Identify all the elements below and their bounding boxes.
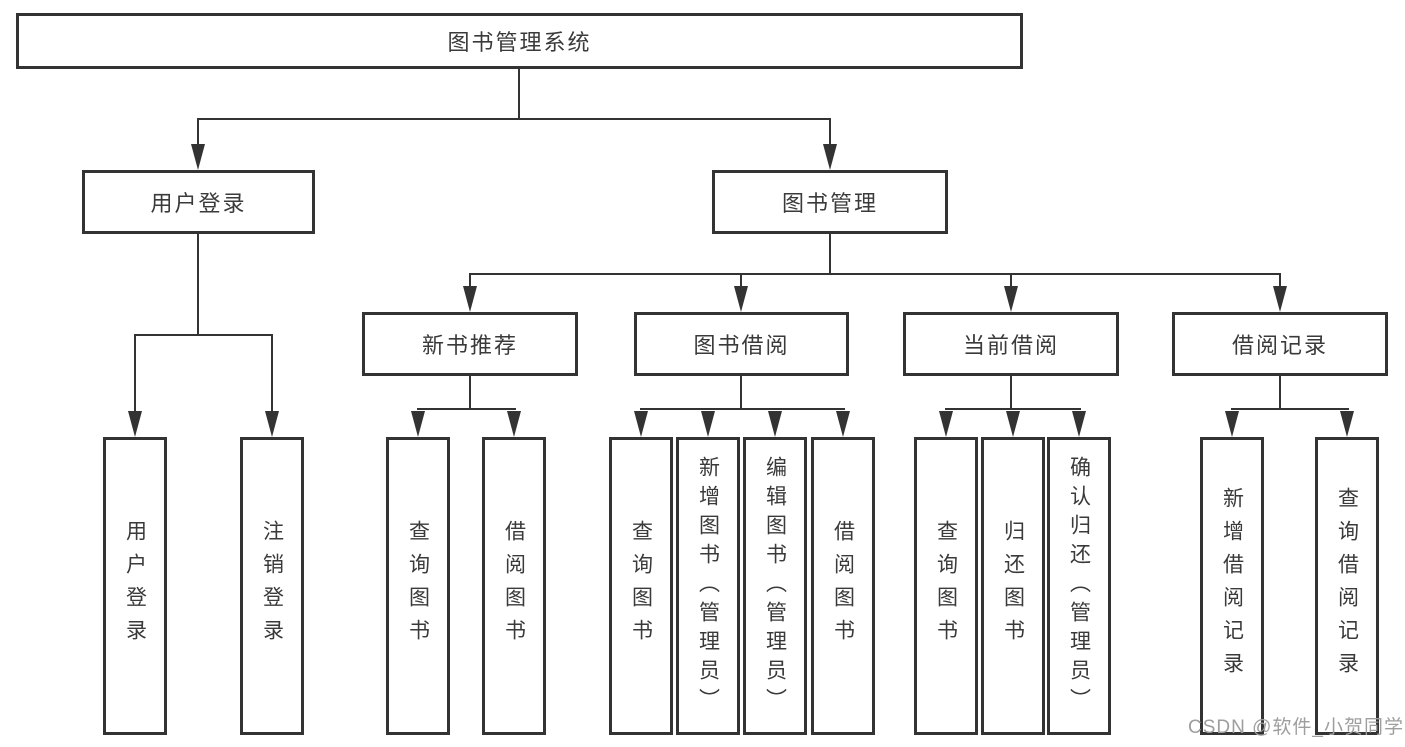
arrow-down-icon <box>265 411 279 437</box>
connector-line <box>197 118 199 146</box>
leaf-logout: 注销登录 <box>240 437 304 735</box>
connector-line <box>740 376 742 410</box>
leaf-label: 新增图书（管理员） <box>696 455 720 717</box>
node-label: 当前借阅 <box>962 333 1059 358</box>
connector-line <box>945 408 1081 410</box>
connector-line <box>1279 273 1281 288</box>
leaf-label: 查询图书 <box>406 520 430 652</box>
connector-line <box>469 273 471 288</box>
leaf-label: 编辑图书（管理员） <box>763 455 787 717</box>
connector-line <box>518 68 520 118</box>
arrow-down-icon <box>1006 411 1020 437</box>
arrow-down-icon <box>411 411 425 437</box>
arrow-down-icon <box>507 411 521 437</box>
arrow-down-icon <box>463 286 477 312</box>
node-book-borrowing: 图书借阅 <box>634 312 849 376</box>
connector-line <box>829 234 831 275</box>
connector-line <box>271 334 273 413</box>
leaf-label: 查询图书 <box>629 520 653 652</box>
node-book-management: 图书管理 <box>712 170 948 234</box>
arrow-down-icon <box>701 411 715 437</box>
connector-line <box>134 334 136 413</box>
node-label: 图书借阅 <box>693 333 790 358</box>
leaf-query-borrow-record: 查询借阅记录 <box>1315 437 1379 735</box>
leaf-label: 用户登录 <box>123 520 147 652</box>
arrow-down-icon <box>823 144 837 170</box>
connector-line <box>469 273 1281 275</box>
arrow-down-icon <box>836 411 850 437</box>
node-new-book-recommend: 新书推荐 <box>362 312 578 376</box>
leaf-edit-books-admin: 编辑图书（管理员） <box>743 437 807 735</box>
connector-line <box>197 234 199 336</box>
node-user-login-group: 用户登录 <box>82 170 315 234</box>
leaf-label: 借阅图书 <box>502 520 526 652</box>
leaf-label: 查询借阅记录 <box>1335 487 1359 685</box>
connector-line <box>1010 376 1012 410</box>
arrow-down-icon <box>1072 411 1086 437</box>
leaf-add-borrow-record: 新增借阅记录 <box>1200 437 1264 735</box>
arrow-down-icon <box>1340 411 1354 437</box>
leaf-label: 新增借阅记录 <box>1220 487 1244 685</box>
node-label: 图书管理 <box>781 191 878 216</box>
leaf-query-books-2: 查询图书 <box>609 437 673 735</box>
connector-line <box>829 118 831 146</box>
leaf-label: 归还图书 <box>1001 520 1025 652</box>
leaf-borrow-books-2: 借阅图书 <box>811 437 875 735</box>
arrow-down-icon <box>634 411 648 437</box>
connector-line <box>197 118 831 120</box>
leaf-query-books-3: 查询图书 <box>914 437 978 735</box>
leaf-query-books-1: 查询图书 <box>386 437 450 735</box>
leaf-return-books: 归还图书 <box>981 437 1045 735</box>
arrow-down-icon <box>939 411 953 437</box>
node-label: 新书推荐 <box>421 333 518 358</box>
node-current-borrowing: 当前借阅 <box>903 312 1119 376</box>
csdn-watermark: CSDN @软件_小贺同学 <box>1188 717 1404 738</box>
connector-line <box>417 408 516 410</box>
connector-line <box>1231 408 1349 410</box>
arrow-down-icon <box>1004 286 1018 312</box>
connector-line <box>740 273 742 288</box>
arrow-down-icon <box>768 411 782 437</box>
arrow-down-icon <box>1225 411 1239 437</box>
leaf-user-login: 用户登录 <box>103 437 167 735</box>
leaf-label: 查询图书 <box>934 520 958 652</box>
arrow-down-icon <box>191 144 205 170</box>
leaf-label: 确认归还（管理员） <box>1067 455 1091 717</box>
leaf-confirm-return-admin: 确认归还（管理员） <box>1047 437 1111 735</box>
leaf-borrow-books-1: 借阅图书 <box>482 437 546 735</box>
leaf-add-books-admin: 新增图书（管理员） <box>676 437 740 735</box>
node-borrowing-records: 借阅记录 <box>1172 312 1388 376</box>
node-label: 借阅记录 <box>1231 333 1328 358</box>
connector-line <box>1010 273 1012 288</box>
leaf-label: 借阅图书 <box>831 520 855 652</box>
connector-line <box>1279 376 1281 410</box>
leaf-label: 注销登录 <box>260 520 284 652</box>
node-root-library-management-system: 图书管理系统 <box>16 13 1023 69</box>
connector-line <box>134 334 273 336</box>
connector-line <box>640 408 845 410</box>
node-label: 图书管理系统 <box>447 30 592 55</box>
arrow-down-icon <box>734 286 748 312</box>
arrow-down-icon <box>128 411 142 437</box>
node-label: 用户登录 <box>150 191 247 216</box>
arrow-down-icon <box>1273 286 1287 312</box>
connector-line <box>469 376 471 410</box>
